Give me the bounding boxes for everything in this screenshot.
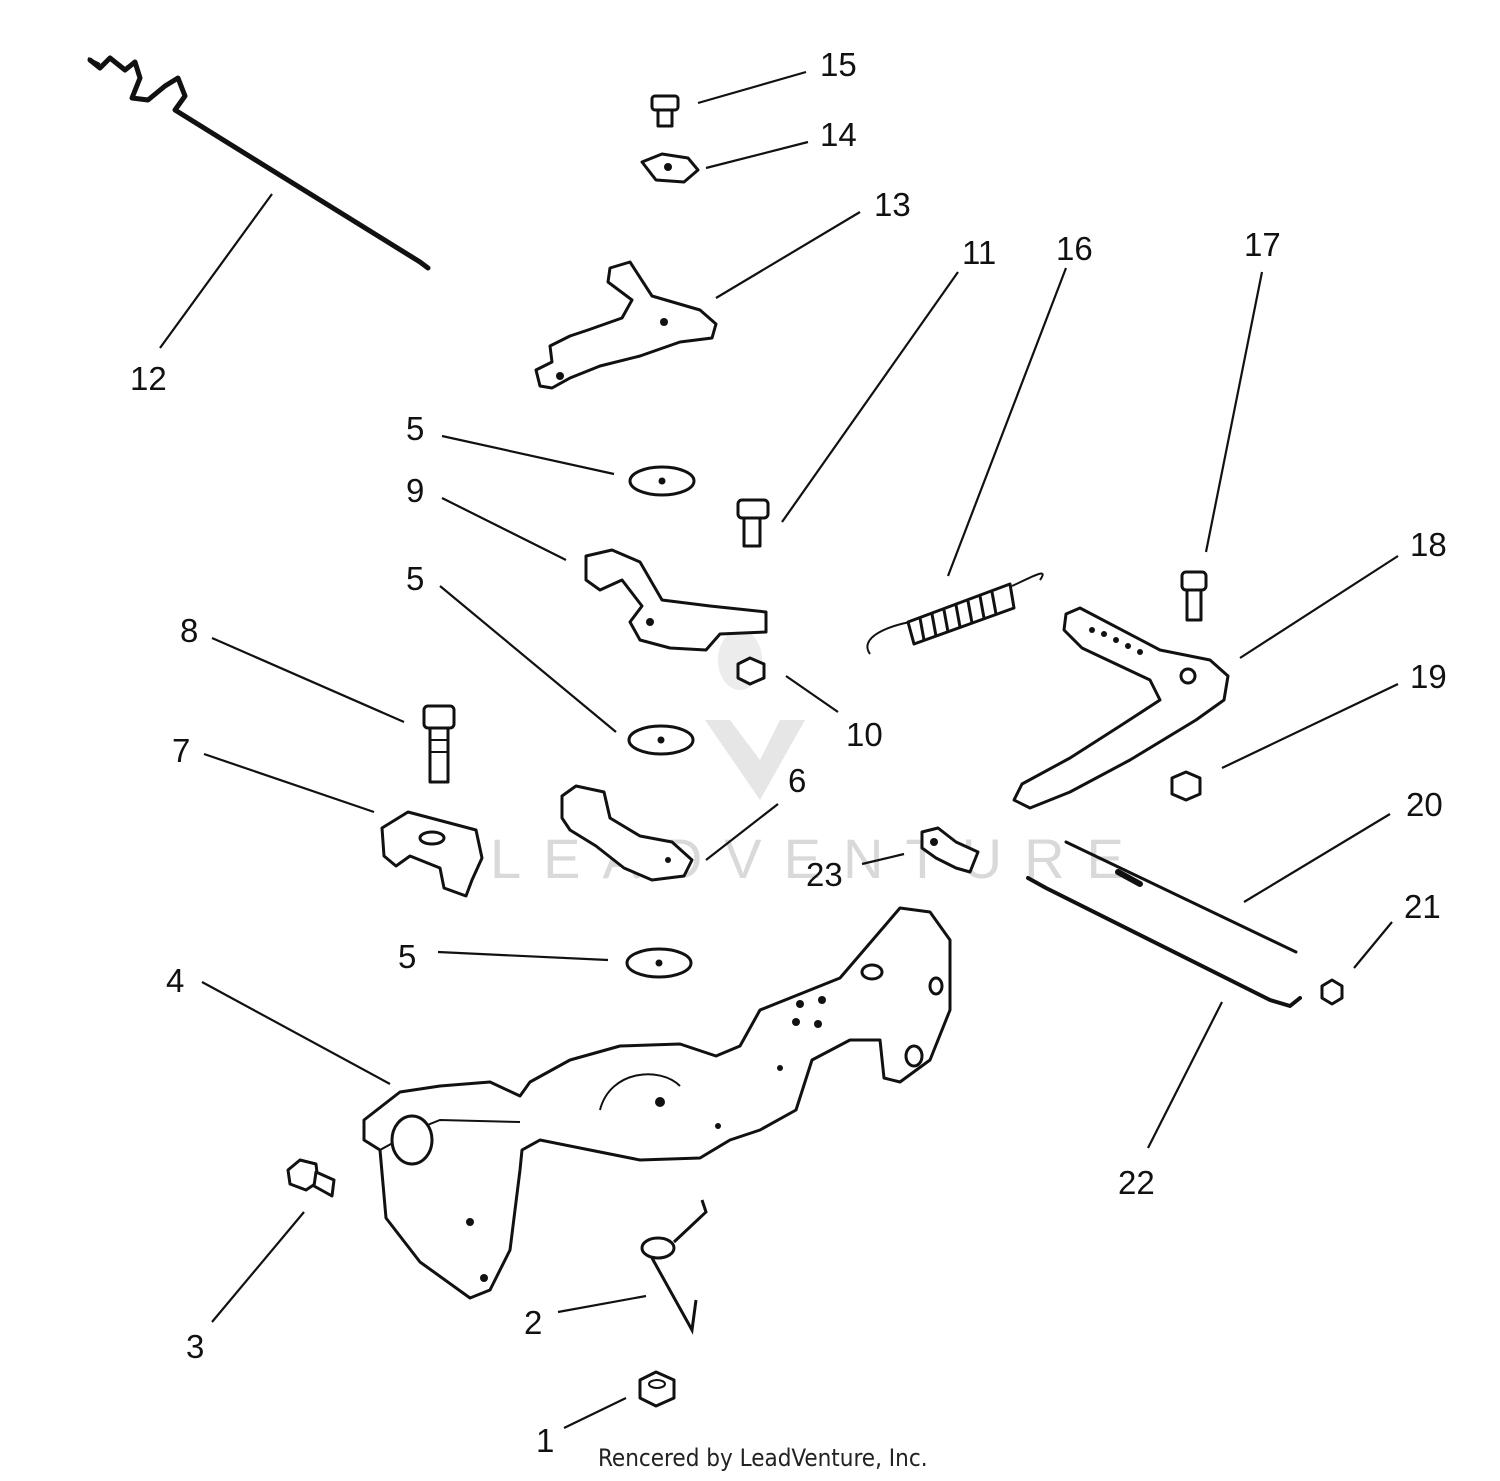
callout-8: 8 — [180, 612, 198, 649]
part-5-washer-a — [628, 465, 696, 497]
part-19-nut — [1170, 770, 1202, 802]
callout-17: 17 — [1244, 226, 1281, 263]
part-20-rod — [1064, 840, 1298, 954]
part-2-spring — [640, 1199, 708, 1335]
callout-2: 2 — [524, 1304, 542, 1341]
part-1-nut — [638, 1370, 676, 1408]
callout-6: 6 — [788, 762, 806, 799]
part-6-lever — [560, 784, 694, 882]
callout-15: 15 — [820, 46, 857, 83]
callout-21: 21 — [1404, 888, 1441, 925]
part-3-bolt — [286, 1158, 336, 1198]
part-22-rod — [1026, 876, 1302, 1008]
callout-16: 16 — [1056, 230, 1093, 267]
callout-18: 18 — [1410, 526, 1447, 563]
part-14-washer — [640, 152, 700, 184]
part-17-screw — [1180, 570, 1208, 622]
watermark: LEADVENTURE — [490, 630, 1124, 890]
callout-11: 11 — [962, 234, 996, 271]
callout-19: 19 — [1410, 658, 1447, 695]
callout-7: 7 — [172, 732, 190, 769]
part-16-spring — [866, 572, 1044, 655]
callouts: 1 2 3 4 5 5 5 6 7 8 9 10 11 12 13 14 15 … — [130, 46, 1447, 1459]
callout-1: 1 — [536, 1422, 554, 1459]
leader-lines — [159, 70, 1399, 1429]
part-12-rod — [87, 55, 431, 271]
part-23-clip — [920, 826, 980, 874]
callout-23: 23 — [806, 856, 843, 893]
part-4-bracket — [362, 906, 952, 1300]
callout-14: 14 — [820, 116, 857, 153]
callout-3: 3 — [186, 1328, 204, 1365]
part-5-washer-b — [627, 724, 695, 756]
part-10-nut — [736, 656, 766, 686]
callout-9: 9 — [406, 472, 424, 509]
callout-12: 12 — [130, 360, 167, 397]
part-9-lever — [584, 548, 768, 652]
footer-credit: Rencered by LeadVenture, Inc. — [598, 1444, 928, 1472]
part-13-lever — [534, 260, 718, 390]
callout-22: 22 — [1118, 1164, 1155, 1201]
part-11-screw — [736, 498, 770, 548]
callout-5c: 5 — [398, 938, 416, 975]
part-5-washer-c — [625, 947, 693, 979]
part-21-nut — [1320, 978, 1344, 1006]
callout-4: 4 — [166, 962, 184, 999]
callout-10: 10 — [846, 716, 883, 753]
callout-13: 13 — [874, 186, 911, 223]
callout-20: 20 — [1406, 786, 1443, 823]
part-15-screw — [650, 94, 680, 128]
callout-5b: 5 — [406, 560, 424, 597]
part-8-bolt — [422, 704, 456, 784]
part-7-clamp — [380, 810, 484, 898]
callout-5a: 5 — [406, 410, 424, 447]
part-18-bracket — [1012, 606, 1230, 810]
